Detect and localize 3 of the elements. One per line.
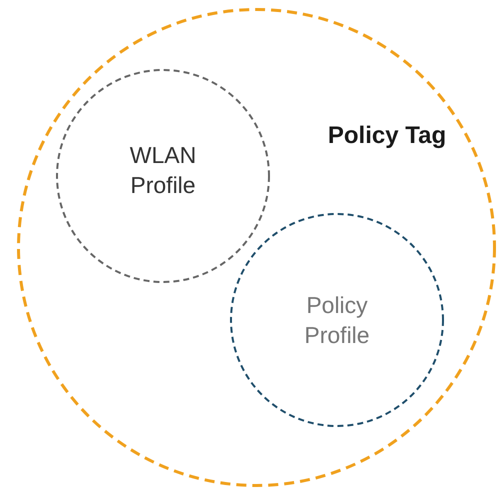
node-label: WLAN Profile xyxy=(128,141,198,200)
node-label: Policy Profile xyxy=(303,291,371,350)
heading: Policy Tag xyxy=(326,121,448,151)
